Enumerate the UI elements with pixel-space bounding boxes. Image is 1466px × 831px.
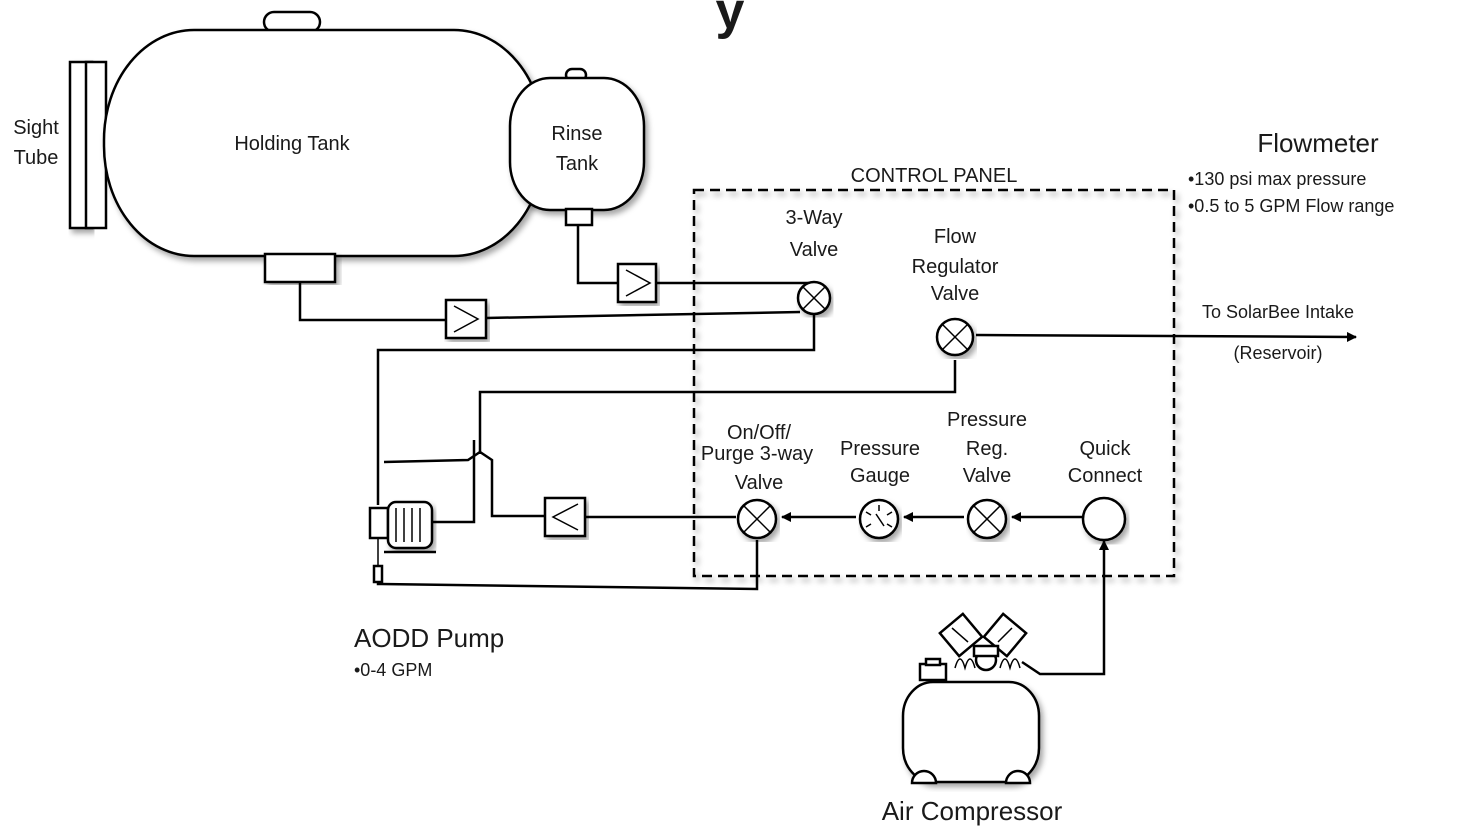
outlet-label: To SolarBee Intake (Reservoir): [1202, 302, 1354, 363]
flowmeter-spec: Flowmeter •130 psi max pressure •0.5 to …: [1188, 128, 1394, 216]
pressure-gauge: Pressure Gauge: [840, 438, 920, 540]
flowmeter-title: Flowmeter: [1257, 128, 1379, 158]
onoff-label-3: Valve: [735, 472, 784, 494]
rinse-label-1: Rinse: [551, 123, 602, 145]
flowmeter-spec-2: •0.5 to 5 GPM Flow range: [1188, 196, 1394, 216]
flowmeter-spec-1: •130 psi max pressure: [1188, 169, 1366, 189]
flow-reg-label-3: Valve: [931, 283, 980, 305]
pressure-reg-valve: Pressure Reg. Valve: [947, 409, 1027, 540]
control-panel: CONTROL PANEL: [692, 165, 1176, 578]
check-valve-rinse: [616, 262, 658, 304]
pipes: [298, 225, 1357, 676]
pump-spec: •0-4 GPM: [354, 660, 432, 680]
sight-label-1: Sight: [13, 117, 59, 139]
pres-reg-label-1: Pressure: [947, 409, 1027, 431]
control-panel-title: CONTROL PANEL: [851, 165, 1018, 187]
onoff-label-1: On/Off/: [727, 422, 792, 444]
onoff-purge-valve: On/Off/ Purge 3-way Valve: [701, 422, 813, 540]
sight-label-2: Tube: [14, 147, 59, 169]
outlet-label-1: To SolarBee Intake: [1202, 302, 1354, 322]
compressor-title: Air Compressor: [882, 796, 1063, 826]
holding-tank-label: Holding Tank: [234, 133, 350, 155]
flow-reg-label-1: Flow: [934, 226, 977, 248]
quick-connect-label-1: Quick: [1079, 438, 1131, 460]
check-valve-holding: [444, 298, 488, 340]
quick-connect-label-2: Connect: [1068, 465, 1143, 487]
pres-reg-label-3: Valve: [963, 465, 1012, 487]
sight-tube: Sight Tube: [13, 60, 108, 230]
air-compressor: Air Compressor: [882, 612, 1063, 826]
rinse-tank: Rinse Tank: [508, 67, 646, 227]
quick-connect: Quick Connect: [1068, 438, 1143, 542]
rinse-label-2: Tank: [556, 153, 599, 175]
outlet-label-2: (Reservoir): [1233, 343, 1322, 363]
onoff-label-2: Purge 3-way: [701, 443, 813, 465]
three-way-valve: 3-Way Valve: [785, 207, 843, 316]
three-way-label-1: 3-Way: [785, 207, 842, 229]
gauge-label-1: Pressure: [840, 438, 920, 460]
flow-reg-label-2: Regulator: [912, 256, 999, 278]
pres-reg-label-2: Reg.: [966, 438, 1008, 460]
aodd-pump: AODD Pump •0-4 GPM: [354, 500, 504, 680]
pump-title: AODD Pump: [354, 623, 504, 653]
check-valve-pump: [543, 496, 587, 538]
holding-tank: Holding Tank: [102, 10, 546, 284]
three-way-label-2: Valve: [790, 239, 839, 261]
gauge-label-2: Gauge: [850, 465, 910, 487]
title-fragment: y: [716, 0, 745, 40]
flow-regulator-valve: Flow Regulator Valve: [912, 226, 999, 357]
